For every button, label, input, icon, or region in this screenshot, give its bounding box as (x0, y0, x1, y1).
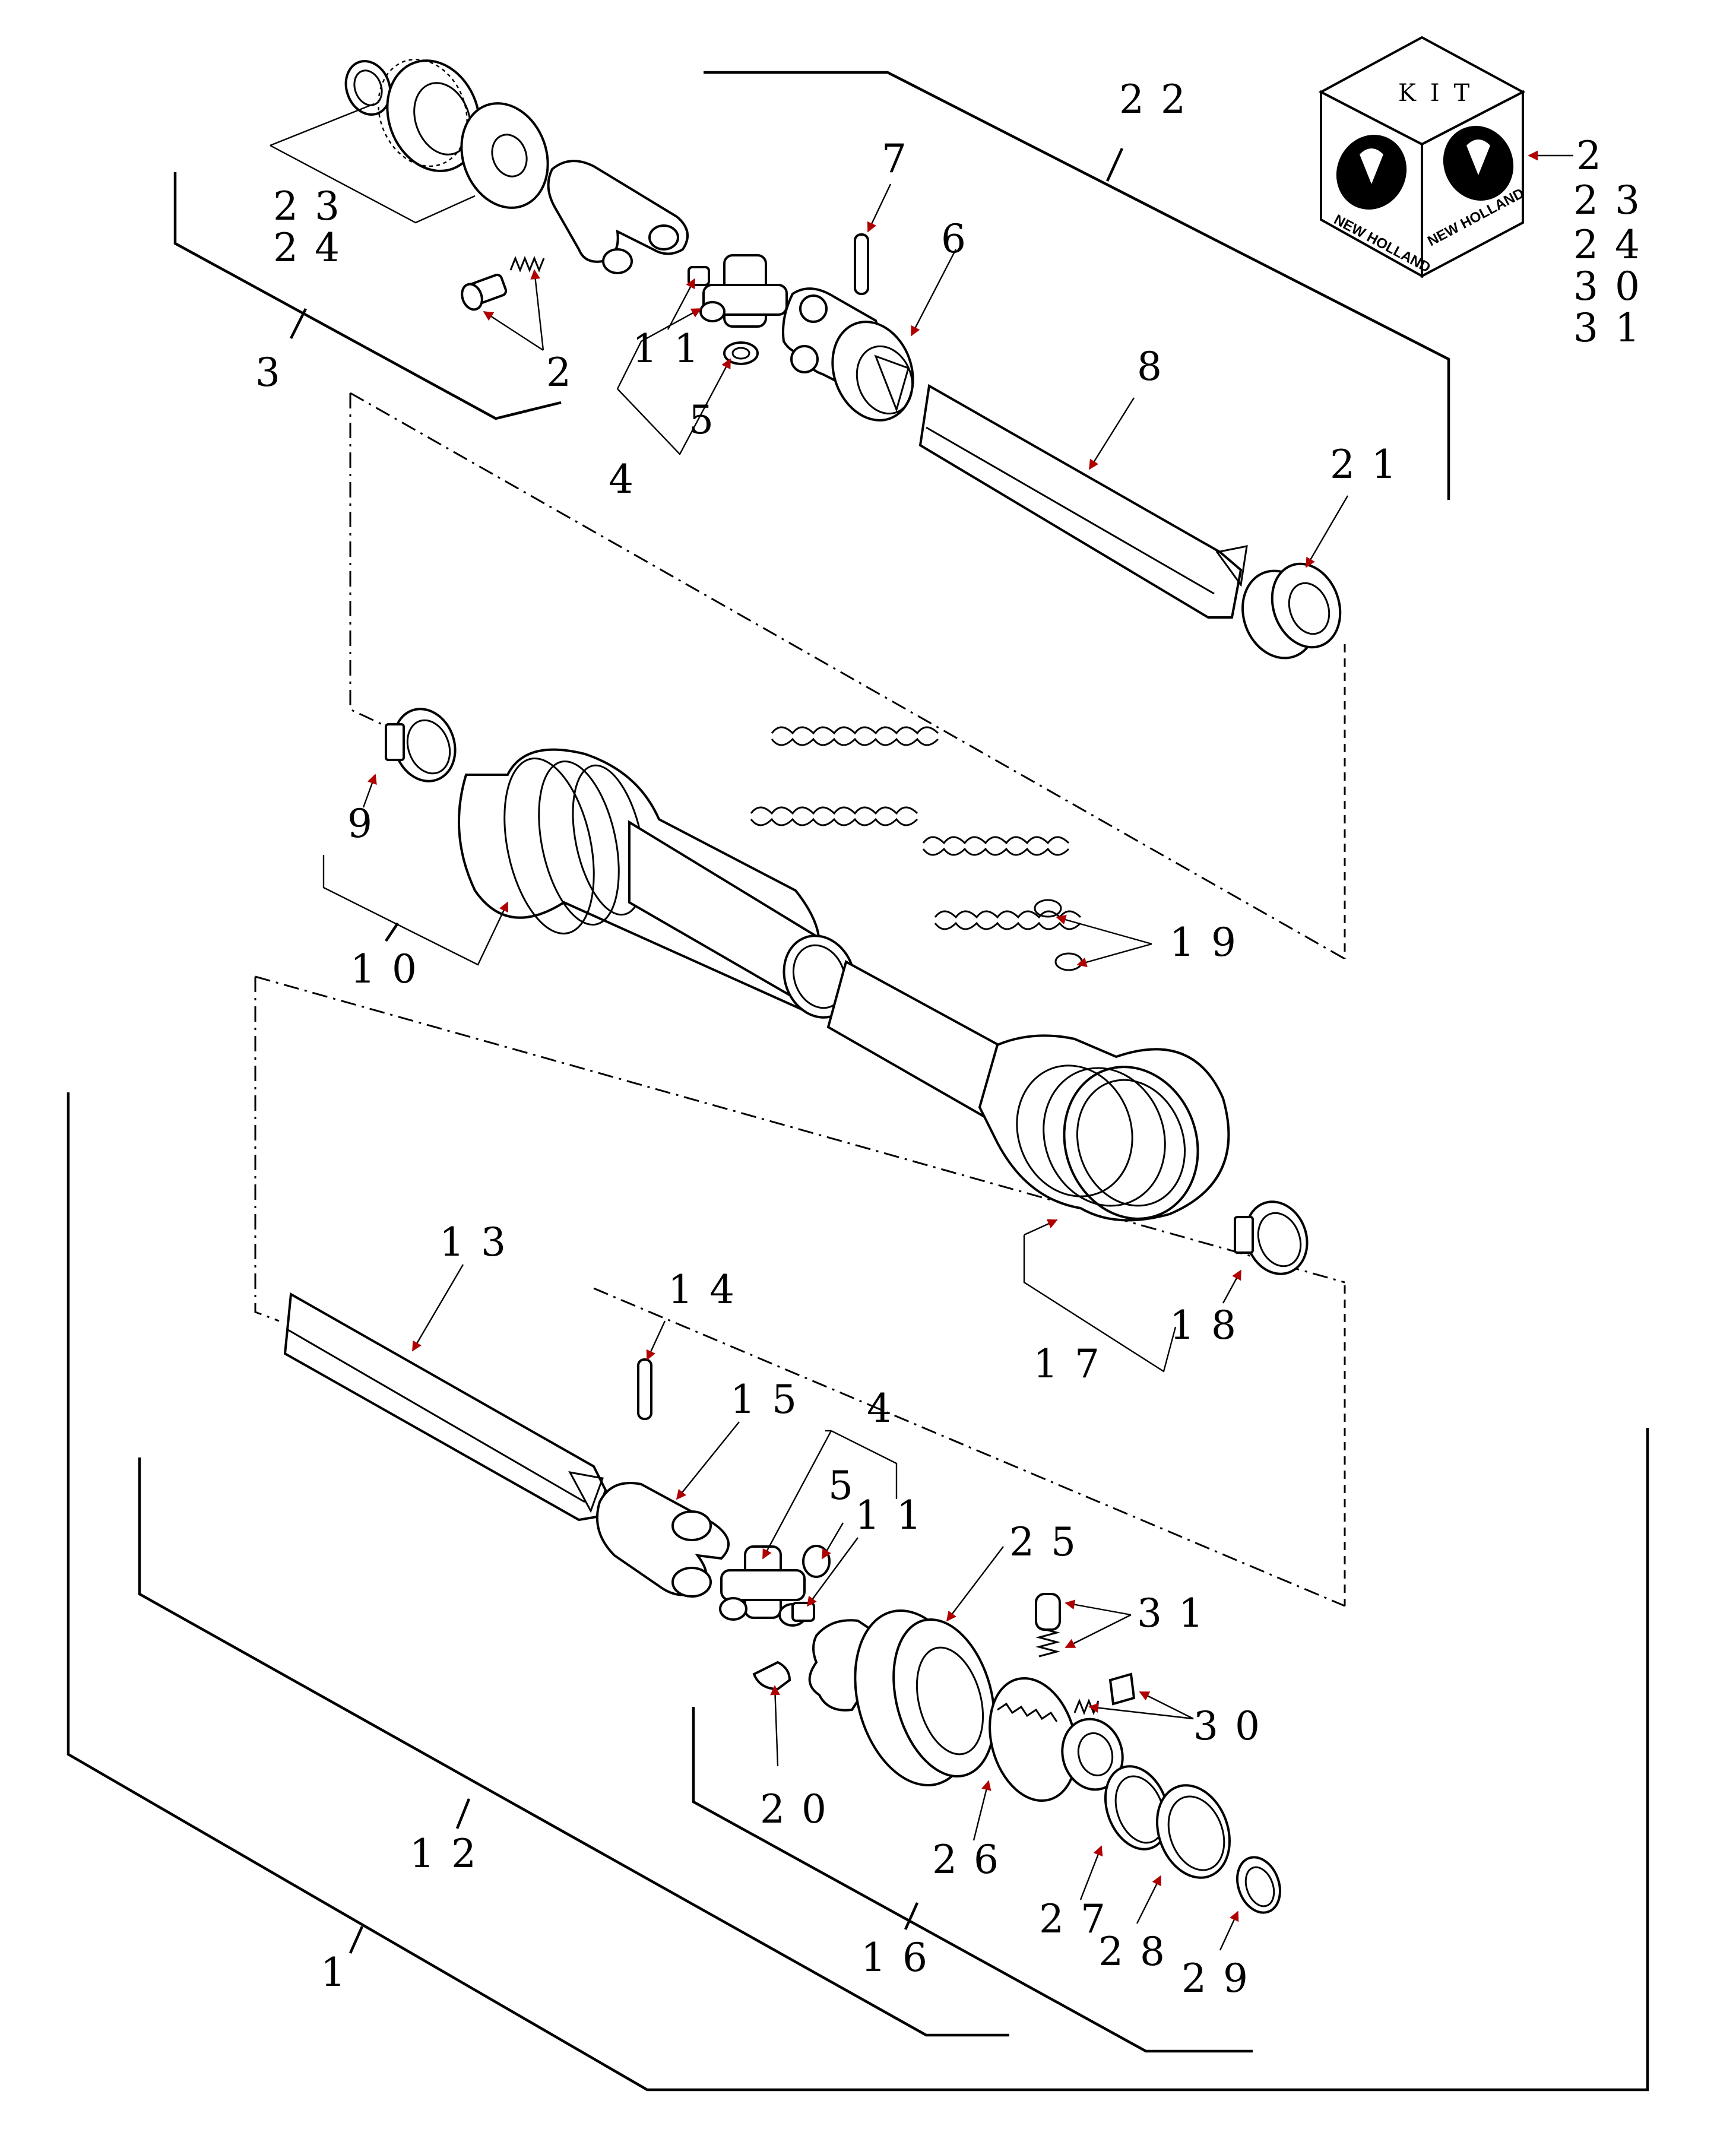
callout-12: 12 (410, 1831, 493, 1877)
callout-24: 24 (273, 225, 356, 271)
center-lines (254, 392, 1346, 1607)
callout-20: 20 (760, 1786, 843, 1832)
callout-15: 15 (730, 1377, 813, 1422)
callout-30: 30 (1193, 1703, 1276, 1749)
callout-18: 18 (1170, 1303, 1253, 1348)
callout-27: 27 (1039, 1896, 1122, 1942)
callout-8: 8 (1137, 344, 1179, 389)
callout-7: 7 (882, 136, 923, 182)
callout-5-lower: 5 (828, 1463, 870, 1509)
callout-4-upper: 4 (609, 457, 650, 502)
callout-1: 1 (321, 1950, 362, 1995)
callout-31: 31 (1137, 1590, 1220, 1636)
callout-6: 6 (941, 216, 983, 262)
callout-25: 25 (1009, 1519, 1092, 1565)
callout-21: 21 (1330, 442, 1413, 487)
callout-17: 17 (1033, 1341, 1116, 1387)
callout-22: 22 (1119, 77, 1202, 122)
callout-10: 10 (350, 946, 433, 992)
callout-24-kit: 24 (1573, 222, 1656, 268)
assembly-brackets (66, 71, 1649, 2092)
callout-28: 28 (1098, 1929, 1181, 1975)
callout-30-kit: 30 (1573, 264, 1656, 309)
kit-box: KIT NEW HOLLAND NEW HOLLAND (1318, 36, 1527, 278)
callout-9: 9 (347, 801, 389, 847)
callout-29: 29 (1181, 1956, 1265, 2001)
callout-14: 14 (668, 1267, 751, 1313)
callout-3: 3 (255, 350, 297, 395)
bracket-3 (173, 172, 562, 420)
callout-23-kit: 23 (1573, 178, 1656, 223)
callout-labels: 23 24 3 2 11 4 5 7 6 8 21 22 2 23 24 30 … (255, 77, 1656, 2001)
leader-lines (270, 103, 1573, 1951)
callout-31-kit: 31 (1573, 305, 1656, 351)
bracket-22 (704, 71, 1450, 500)
callout-2-kit: 2 (1576, 133, 1618, 179)
callout-2: 2 (546, 350, 588, 395)
callout-19: 19 (1170, 920, 1253, 965)
bracket-1 (66, 1092, 1649, 2092)
callout-13: 13 (439, 1219, 522, 1265)
bracket-16 (692, 1707, 1253, 2053)
callout-11-upper: 11 (632, 326, 715, 372)
callout-23: 23 (273, 183, 356, 229)
bracket-12 (138, 1457, 1009, 2037)
callout-26: 26 (932, 1837, 1015, 1883)
lower-yoke-group (283, 1292, 1281, 1914)
callout-16: 16 (861, 1935, 944, 1981)
upper-yoke-group (344, 58, 1342, 660)
middle-shield-group (385, 708, 1309, 1275)
kit-title: KIT (1398, 80, 1484, 107)
callout-11-lower: 11 (855, 1493, 938, 1538)
callout-4-lower: 4 (867, 1386, 908, 1431)
bracket-ticks (289, 148, 1124, 1954)
callout-5-upper: 5 (689, 397, 730, 443)
